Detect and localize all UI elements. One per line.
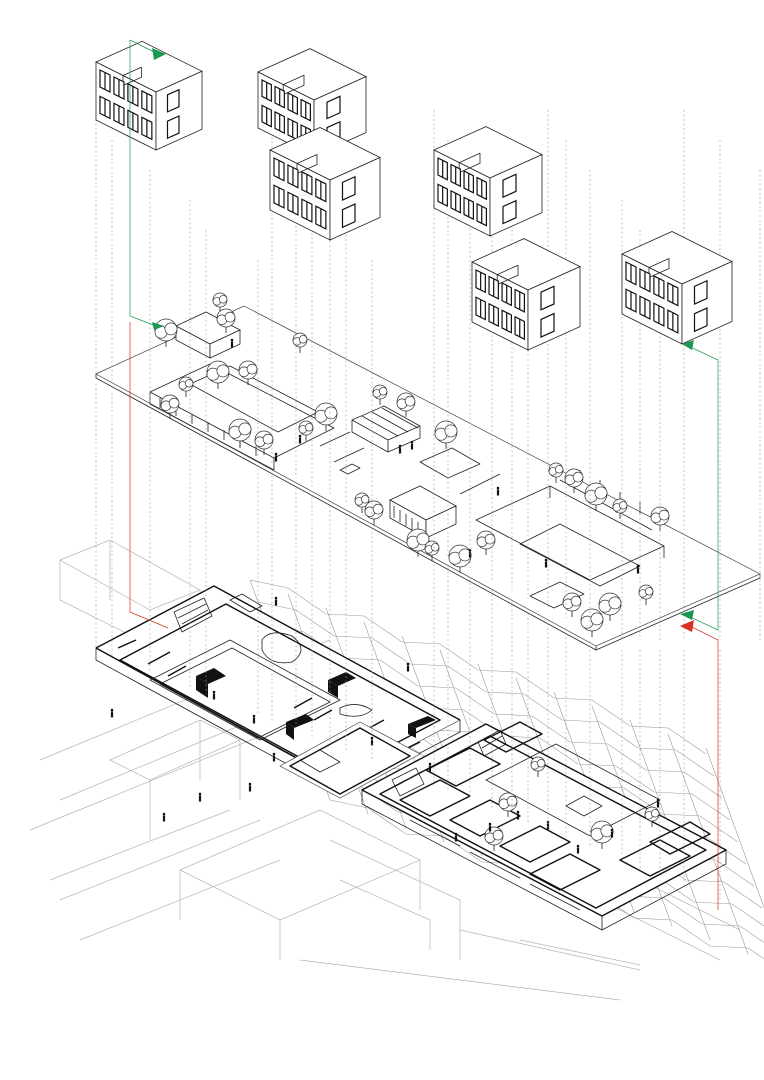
red-arrowhead	[680, 620, 694, 632]
tree	[530, 756, 546, 777]
housing-volume-2	[257, 48, 367, 157]
person	[576, 844, 580, 854]
tree	[448, 544, 472, 573]
tree	[178, 376, 194, 397]
person	[230, 338, 234, 348]
person	[406, 662, 410, 672]
green-circulation-arrow	[129, 39, 719, 631]
person	[454, 832, 458, 842]
person	[636, 564, 640, 574]
tree	[314, 402, 338, 431]
person	[370, 736, 374, 746]
tree	[498, 792, 518, 817]
tree	[216, 308, 236, 333]
tree	[476, 530, 496, 555]
tree	[372, 384, 388, 405]
tree	[292, 332, 308, 353]
tree	[254, 430, 274, 455]
housing-volume-3	[269, 127, 381, 241]
tree	[650, 506, 670, 531]
tree	[396, 392, 416, 417]
person	[398, 444, 402, 454]
site-context	[29, 539, 741, 1001]
person	[428, 762, 432, 772]
green-arrowhead-top	[152, 48, 166, 60]
person	[110, 708, 114, 718]
projection-lines	[95, 110, 761, 900]
tree	[612, 498, 628, 519]
person	[610, 828, 614, 838]
tree	[548, 462, 564, 483]
person	[162, 812, 166, 822]
person	[248, 782, 252, 792]
tree	[212, 292, 228, 313]
tree	[638, 584, 654, 605]
tree	[424, 540, 440, 561]
trees	[154, 292, 670, 851]
tree	[206, 360, 230, 389]
tree	[590, 820, 614, 849]
person	[198, 792, 202, 802]
housing-volume-4	[433, 126, 543, 237]
tree	[564, 468, 584, 493]
green-arrowhead-right	[682, 340, 694, 350]
person	[212, 690, 216, 700]
person	[252, 714, 256, 724]
tree	[562, 592, 582, 617]
person	[298, 434, 302, 444]
tree	[584, 482, 608, 511]
person	[272, 752, 276, 762]
tree	[160, 394, 180, 419]
tree	[154, 318, 178, 347]
person	[516, 810, 520, 820]
tree	[238, 360, 258, 385]
tree	[364, 500, 384, 525]
ground-floor-plan	[95, 585, 727, 931]
person	[496, 486, 500, 496]
housing-volume-1	[95, 40, 203, 151]
housing-volume-5	[471, 238, 581, 351]
tree	[644, 806, 660, 827]
person	[274, 596, 278, 606]
tree	[406, 528, 430, 557]
person	[544, 558, 548, 568]
tree	[228, 418, 252, 447]
housing-volumes	[95, 40, 733, 351]
tree	[298, 420, 314, 441]
red-circulation-arrow	[129, 322, 719, 910]
person	[274, 452, 278, 462]
tree	[598, 592, 622, 621]
housing-volume-6	[621, 231, 733, 345]
green-arrowhead-lower	[680, 610, 694, 620]
person	[656, 798, 660, 808]
green-arrowhead-roof	[152, 322, 164, 330]
person	[488, 822, 492, 832]
person	[410, 440, 414, 450]
tree	[354, 492, 370, 513]
